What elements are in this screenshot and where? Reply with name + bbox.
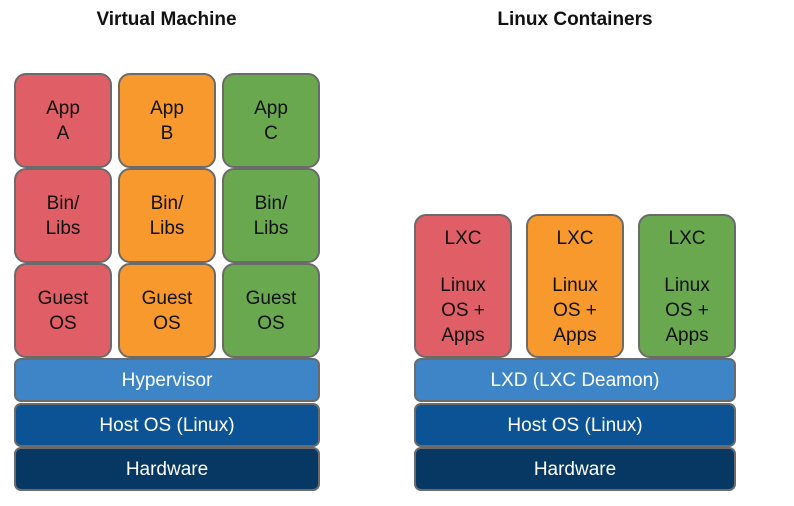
vm-hardware-bar: Hardware <box>14 447 320 491</box>
lxc-title: Linux Containers <box>497 9 653 30</box>
lxc-hardware-bar: Hardware <box>414 447 736 491</box>
vm-host-os-bar: Host OS (Linux) <box>14 403 320 447</box>
vm-guest-b-box: Guest OS <box>118 263 216 358</box>
vm-guest-a-box: Guest OS <box>14 263 112 358</box>
vm-app-c-box: App C <box>222 73 320 168</box>
lxc-container-2: LXC Linux OS + Apps <box>526 214 624 358</box>
lxc-container-3: LXC Linux OS + Apps <box>638 214 736 358</box>
vm-guest-c-box: Guest OS <box>222 263 320 358</box>
vm-bins-b-box: Bin/ Libs <box>118 168 216 263</box>
vm-bins-c-box: Bin/ Libs <box>222 168 320 263</box>
lxc-container-label: LXC <box>556 228 594 249</box>
vm-title: Virtual Machine <box>96 9 237 30</box>
lxc-container-1: LXC Linux OS + Apps <box>414 214 512 358</box>
vm-app-a-box: App A <box>14 73 112 168</box>
lxc-container-body: Linux OS + Apps <box>440 275 486 346</box>
lxc-host-os-bar: Host OS (Linux) <box>414 403 736 447</box>
vm-hypervisor-bar: Hypervisor <box>14 358 320 402</box>
lxc-container-label: LXC <box>444 228 482 249</box>
lxc-container-label: LXC <box>668 228 706 249</box>
lxc-container-body: Linux OS + Apps <box>664 275 710 346</box>
vm-bins-a-box: Bin/ Libs <box>14 168 112 263</box>
vm-app-b-box: App B <box>118 73 216 168</box>
lxc-daemon-bar: LXD (LXC Deamon) <box>414 358 736 402</box>
lxc-container-body: Linux OS + Apps <box>552 275 598 346</box>
